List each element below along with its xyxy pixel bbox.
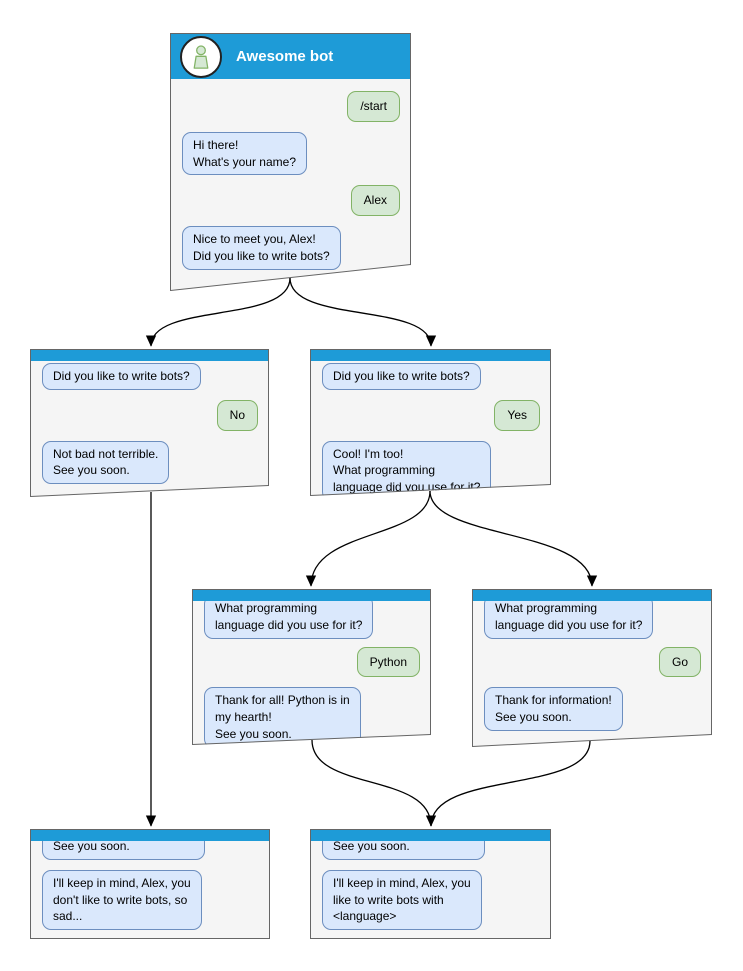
arrow-yes-to-python [305, 490, 431, 587]
chat-body-go: What programming language did you use fo… [473, 601, 711, 741]
arrow-go-to-end [430, 740, 591, 827]
bot-message-bubble: Did you like to write bots? [322, 363, 481, 390]
titlebar-go [473, 590, 711, 601]
chat-screen-python: What programming language did you use fo… [192, 589, 431, 745]
user-message-bubble: No [217, 400, 258, 431]
bot-message-bubble: What programming language did you use fo… [484, 601, 653, 639]
bot-message-bubble: Did you like to write bots? [42, 363, 201, 390]
user-message-bubble: /start [347, 91, 400, 122]
bot-title: Awesome bot [236, 48, 334, 65]
user-message-bubble: Python [357, 647, 420, 678]
chat-body-python: What programming language did you use fo… [193, 601, 430, 758]
arrow-python-to-end [311, 739, 437, 827]
bot-message-bubble: I'll keep in mind, Alex, you don't like … [42, 869, 202, 931]
titlebar-branch-no [31, 350, 268, 361]
bot-message-bubble: Thank for all! Python is in my hearth! S… [204, 687, 361, 747]
chat-screen-end-yes: See you soon. I'll keep in mind, Alex, y… [310, 829, 551, 939]
bot-message-bubble: Hi there! What's your name? [182, 132, 307, 176]
bot-message-bubble: See you soon. [322, 841, 485, 860]
bot-message-bubble: I'll keep in mind, Alex, you like to wri… [322, 869, 482, 931]
titlebar-end-yes [311, 830, 550, 841]
chat-body-branch-yes: Did you like to write bots? Yes Cool! I'… [311, 361, 550, 511]
user-message-bubble: Alex [351, 185, 400, 216]
arrow-main-to-yes [289, 277, 437, 347]
bot-message-bubble: What programming language did you use fo… [204, 601, 373, 639]
titlebar-branch-yes [311, 350, 550, 361]
chat-screen-branch-no: Did you like to write bots? No Not bad n… [30, 349, 269, 497]
chat-body-main: /start Hi there! What's your name? Alex … [171, 79, 410, 280]
chat-body-branch-no: Did you like to write bots? No Not bad n… [31, 361, 268, 494]
arrow-yes-to-go [429, 490, 598, 587]
user-person-icon [187, 43, 215, 71]
bot-message-bubble: Not bad not terrible. See you soon. [42, 441, 169, 485]
chat-screen-branch-yes: Did you like to write bots? Yes Cool! I'… [310, 349, 551, 496]
bot-message-bubble: Nice to meet you, Alex! Did you like to … [182, 226, 341, 270]
chat-screen-main: Awesome bot /start Hi there! What's your… [170, 33, 411, 291]
chat-screen-go: What programming language did you use fo… [472, 589, 712, 747]
user-message-bubble: Yes [494, 400, 540, 431]
user-message-bubble: Go [659, 647, 701, 678]
chat-body-end-no: See you soon. I'll keep in mind, Alex, y… [31, 841, 269, 940]
titlebar-end-no [31, 830, 269, 841]
bot-avatar [180, 36, 222, 78]
titlebar-main: Awesome bot [171, 34, 410, 79]
bot-message-bubble: Thank for information! See you soon. [484, 687, 623, 731]
titlebar-python [193, 590, 430, 601]
chat-screen-end-no: See you soon. I'll keep in mind, Alex, y… [30, 829, 270, 939]
chat-body-end-yes: See you soon. I'll keep in mind, Alex, y… [311, 841, 550, 940]
bot-message-bubble: Cool! I'm too! What programming language… [322, 441, 491, 501]
bot-message-bubble: See you soon. [42, 841, 205, 860]
